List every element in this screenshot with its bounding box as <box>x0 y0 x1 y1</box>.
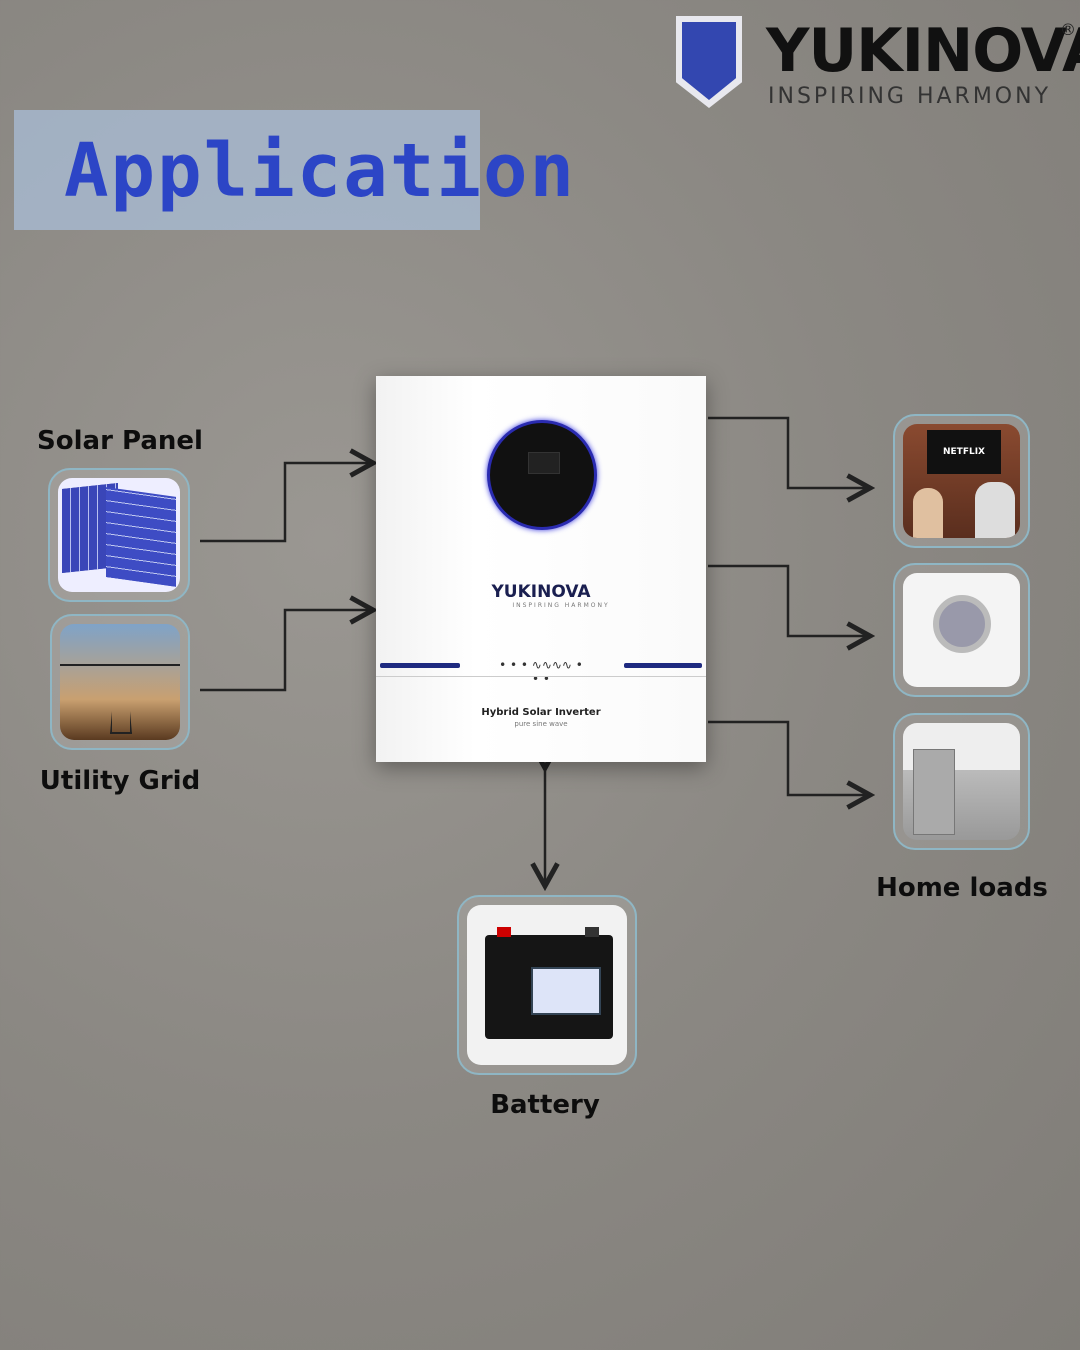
washer-arrow <box>708 564 870 636</box>
display-panel <box>487 420 597 530</box>
solar-panel-image <box>58 478 180 592</box>
tv-arrow <box>708 416 870 488</box>
tv-image: NETFLIX <box>903 424 1020 538</box>
banner-title: Application <box>64 128 577 214</box>
inverter-tagline: INSPIRING HARMONY <box>512 602 610 609</box>
battery-tile <box>457 895 637 1075</box>
utility-grid-tile <box>50 614 190 750</box>
inverter-brand: YUKINOVA <box>491 582 591 602</box>
battery-image <box>467 905 627 1065</box>
tv-tile: NETFLIX <box>893 414 1030 548</box>
sine-wave-icon: • • • ∿∿∿∿ • • • <box>499 658 583 686</box>
solar-panel-label: Solar Panel <box>37 426 203 456</box>
kitchen-tile <box>893 713 1030 850</box>
inverter-subtitle: pure sine wave <box>514 720 568 728</box>
kitchen-image <box>903 723 1020 840</box>
registered-mark: ® <box>1060 20 1076 39</box>
logo-tagline: INSPIRING HARMONY <box>768 84 1052 109</box>
home-loads-label: Home loads <box>876 873 1048 903</box>
battery-label: Battery <box>490 1090 600 1120</box>
hybrid-inverter: YUKINOVA INSPIRING HARMONY • • • ∿∿∿∿ • … <box>376 376 706 762</box>
utility-grid-image <box>60 624 180 740</box>
stripe-left <box>380 663 460 668</box>
grid-arrow <box>200 610 373 692</box>
divider <box>376 676 706 677</box>
logo-brand: YUKINOVA <box>766 16 1080 86</box>
inverter-title: Hybrid Solar Inverter <box>481 707 601 718</box>
solar-panel-tile <box>48 468 190 602</box>
brand-logo: YUKINOVA ® INSPIRING HARMONY <box>676 16 1080 116</box>
kitchen-arrow <box>708 720 870 795</box>
solar-arrow <box>200 463 373 543</box>
stripe-right <box>624 663 702 668</box>
washer-image <box>903 573 1020 687</box>
application-banner: Application <box>14 110 574 230</box>
utility-grid-label: Utility Grid <box>39 766 201 796</box>
tv-screen: NETFLIX <box>927 430 1001 474</box>
washer-tile <box>893 563 1030 697</box>
